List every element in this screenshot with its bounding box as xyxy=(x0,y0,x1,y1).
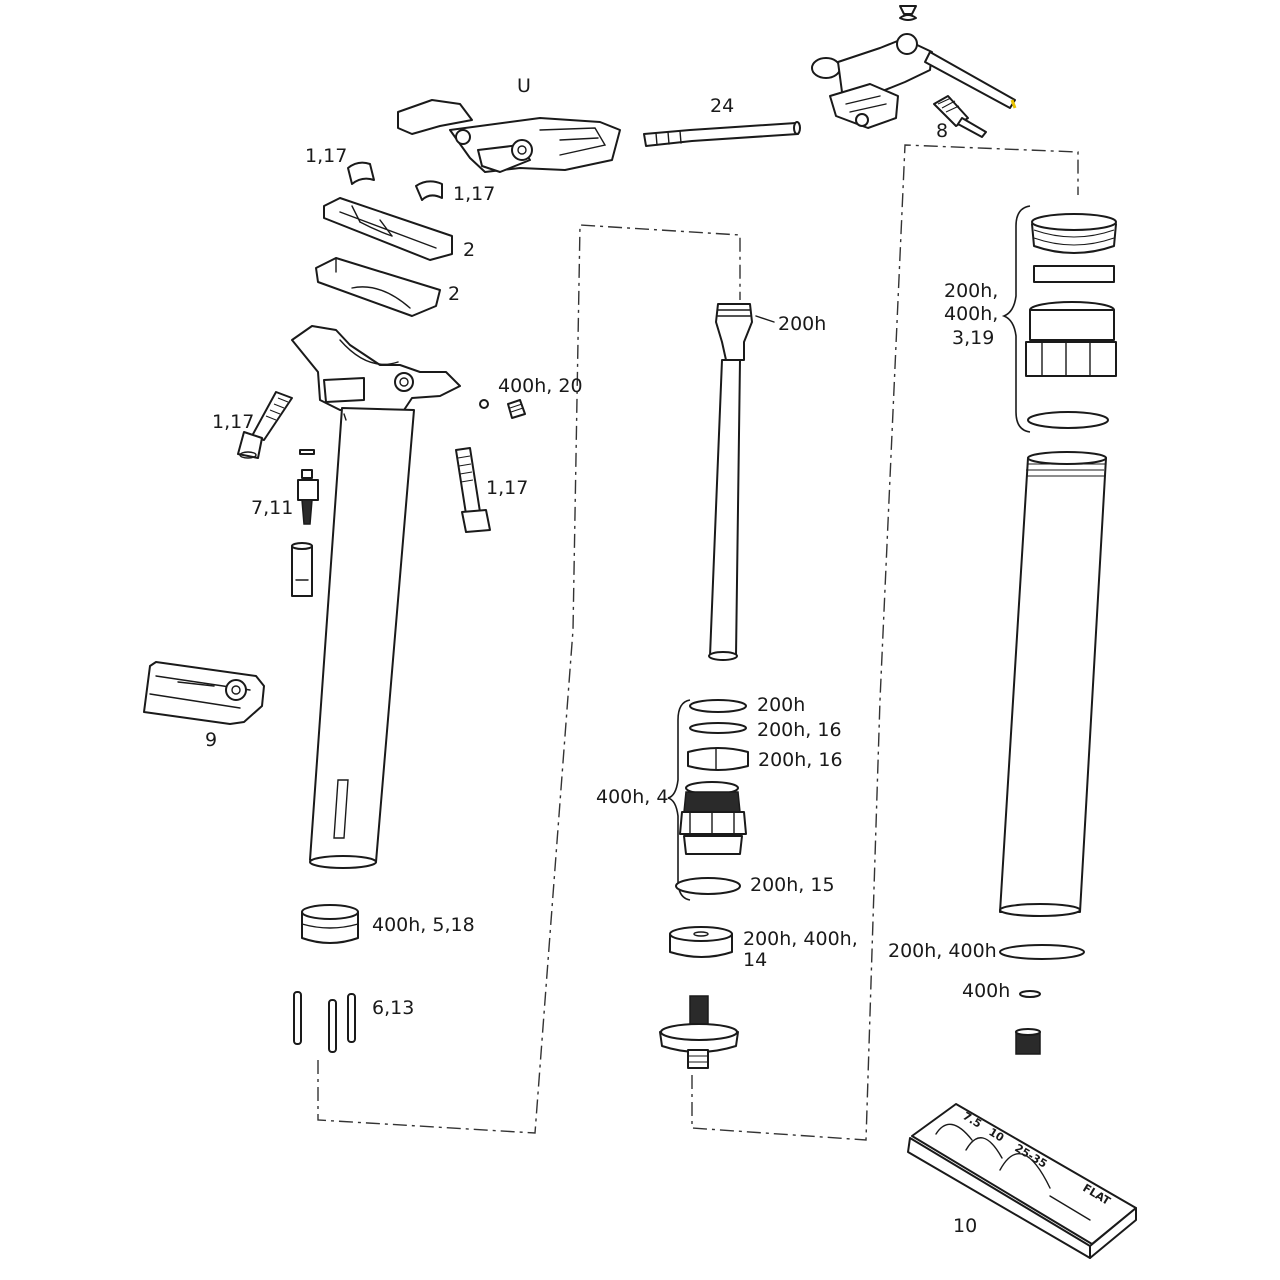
spacer-label-line1: 200h, 400h, xyxy=(743,928,858,950)
small-oring xyxy=(1019,990,1041,998)
seal-4-label: 200h, 15 xyxy=(750,874,835,896)
head-bolt-right-label: 1,17 xyxy=(486,477,528,499)
top-cap-body xyxy=(1025,301,1117,377)
cartridge-label: 200h xyxy=(778,313,826,335)
post-head xyxy=(291,325,461,411)
barrel-adjuster xyxy=(933,95,987,138)
barrel-adjuster-label: 8 xyxy=(936,120,948,142)
seal-2-label: 200h, 16 xyxy=(757,719,842,741)
seal-1-label: 200h xyxy=(757,694,805,716)
seal-3 xyxy=(687,747,749,771)
head-bolt-right xyxy=(455,447,491,533)
saddle-clamp-top-label: 2 xyxy=(463,239,475,261)
stanchion xyxy=(309,407,415,869)
top-cap-label-line2: 400h, xyxy=(944,303,998,325)
clamp-cup-right xyxy=(415,180,443,201)
vise-block xyxy=(907,1103,1137,1259)
seatpost-collar xyxy=(143,661,265,725)
clamp-cup-left-label: 1,17 xyxy=(305,145,347,167)
keys-label: 6,13 xyxy=(372,997,414,1019)
saddle-clamp-top xyxy=(323,197,453,261)
top-cap-oring xyxy=(1027,411,1109,429)
small-oring-label: 400h xyxy=(962,980,1010,1002)
bushing-label: 400h, 5,18 xyxy=(372,914,475,936)
keys xyxy=(293,991,356,1053)
trigger-assembly xyxy=(811,5,1017,129)
spacer xyxy=(669,926,733,958)
valve-tool xyxy=(291,542,313,597)
cartridge-leader xyxy=(755,315,775,323)
air-valve xyxy=(297,449,319,525)
seatpost-collar-label: 9 xyxy=(205,729,217,751)
top-cap-label-line1: 200h, xyxy=(944,280,998,302)
remote-lever-label: U xyxy=(517,75,531,97)
leader-middle xyxy=(691,144,1079,1141)
knurled-nut xyxy=(1015,1028,1041,1055)
air-valve-label: 7,11 xyxy=(251,497,293,519)
head-bolt-left-label: 1,17 xyxy=(212,411,254,433)
top-cap-bracket xyxy=(1001,205,1031,433)
leader-lines xyxy=(317,144,1079,1141)
spacer-label-line2: 14 xyxy=(743,949,767,971)
lower-ring xyxy=(999,944,1085,960)
seal-head xyxy=(679,781,747,855)
head-bolt-left xyxy=(237,391,293,459)
seal-1 xyxy=(689,699,747,713)
top-cap-ring xyxy=(1033,265,1115,283)
saddle-clamp-bottom-label: 2 xyxy=(448,283,460,305)
vise-block-label: 10 xyxy=(953,1215,977,1237)
seal-4 xyxy=(675,877,741,895)
leader-left xyxy=(317,224,741,1134)
top-cap-label-line3: 3,19 xyxy=(952,327,994,349)
saddle-clamp-bottom xyxy=(315,257,441,317)
seal-2 xyxy=(689,722,747,734)
outer-tube xyxy=(999,451,1107,917)
top-cap-nut xyxy=(1031,213,1117,254)
air-valve-cap-label: 400h, 20 xyxy=(498,375,583,397)
bottom-fitting xyxy=(659,995,739,1069)
seal-3-label: 200h, 16 xyxy=(758,749,843,771)
bushing xyxy=(301,904,359,944)
air-valve-cap xyxy=(479,399,526,419)
cartridge xyxy=(708,303,753,661)
clamp-cup-left xyxy=(347,161,375,185)
cable-rod-label: 24 xyxy=(710,95,734,117)
remote-lever xyxy=(397,99,621,173)
seal-head-group-label: 400h, 4 xyxy=(596,786,668,808)
clamp-cup-right-label: 1,17 xyxy=(453,183,495,205)
cable-rod xyxy=(643,121,801,147)
lower-ring-label: 200h, 400h xyxy=(888,940,997,962)
